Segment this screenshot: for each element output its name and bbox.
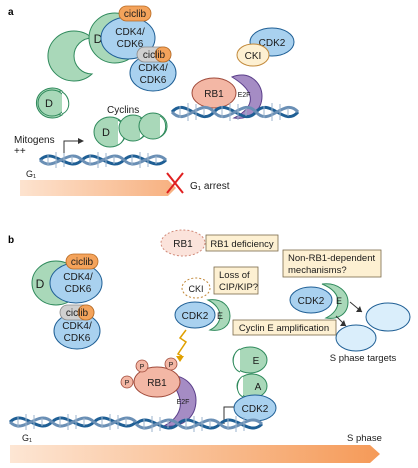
panel-label-a: a <box>8 7 14 18</box>
rb1-faded-label: RB1 <box>173 239 193 250</box>
g1-label-a: G₁ <box>26 169 36 179</box>
ciclib-b-mid-label: ciclib <box>66 308 89 319</box>
rb1-label: RB1 <box>204 89 224 100</box>
rb1-deficiency-note <box>205 234 279 252</box>
cyclins-d-label: D <box>102 127 110 139</box>
loss-cip-line2: CIP/KIP? <box>219 282 258 293</box>
rb1-b-label: RB1 <box>147 378 167 389</box>
cyclin-e-a-stack: E A <box>232 346 268 399</box>
e2f-shape <box>230 74 263 119</box>
dna-helix-a-right <box>170 103 300 121</box>
cyclin-e-right-label: E <box>336 296 342 306</box>
rb1-faded <box>160 229 206 257</box>
cki-body <box>236 43 270 67</box>
non-rb1-line1: Non-RB1-dependent <box>288 253 376 264</box>
cyclins-group: D <box>93 112 168 148</box>
cki-faded <box>181 277 211 299</box>
phospho-groups: P P P <box>120 357 178 389</box>
cdk46-ciclib-complex-mid: CDK4/ CDK6 ciclib <box>129 46 177 92</box>
rb1-deficiency-label: RB1 deficiency <box>210 239 274 250</box>
target-arrowhead-2 <box>340 320 346 326</box>
cdk46-b-line2: CDK6 <box>65 284 92 295</box>
cdk46-label-line2: CDK6 <box>117 39 144 50</box>
g1-label-b: G₁ <box>22 433 32 443</box>
s-phase-targets-label: S phase targets <box>330 353 397 364</box>
cyclin-a-stack-label: A <box>255 382 262 393</box>
mitogens-label-line1: Mitogens <box>14 135 55 146</box>
cyclin-d-cdk46-complex-top: D CDK4/ CDK6 ciclib <box>47 5 156 82</box>
cyclin-e-amp-label: Cyclin E amplification <box>239 323 329 334</box>
arrest-cross-icon <box>166 172 184 194</box>
cdk2-left-label: CDK2 <box>182 311 209 322</box>
e2f-b-label: E2F <box>177 399 190 406</box>
ciclib-label: ciclib <box>124 9 147 20</box>
target-arrowhead-1 <box>356 306 362 312</box>
cdk2-label: CDK2 <box>259 38 286 49</box>
cki-faded-label: CKI <box>188 284 203 294</box>
non-rb1-line2: mechanisms? <box>288 265 347 276</box>
cyclin-d-label: D <box>94 32 103 46</box>
phospho-1: P <box>125 380 130 387</box>
cdk46-mid-line1: CDK4/ <box>138 63 168 74</box>
cdk46-b-line1: CDK4/ <box>63 272 93 283</box>
rb1-phospho-complex: RB1 E2F <box>133 366 197 427</box>
cyclin-d-single-label: D <box>45 98 53 110</box>
ciclib-pill <box>118 5 152 22</box>
cdk2-bottom-label: CDK2 <box>242 404 269 415</box>
loss-cip-note <box>213 266 259 295</box>
loss-cip-line1: Loss of <box>219 270 250 281</box>
dna-helix-b-right <box>134 416 264 432</box>
cdk46-label-line1: CDK4/ <box>115 27 145 38</box>
cdk46-b-mid-line1: CDK4/ <box>62 321 92 332</box>
s-phase-label: S phase <box>347 433 382 444</box>
cyclins-label: Cyclins <box>107 105 139 116</box>
promoter-arrow-b <box>223 406 238 424</box>
non-rb1-note <box>282 249 382 278</box>
cdk2-cyclin-e-complex-left: CDK2 E <box>174 299 231 331</box>
s-phase-progression-arrow <box>10 445 380 463</box>
cdk2-cki-complex: CDK2 CKI <box>236 27 295 67</box>
rb1-body <box>191 77 237 109</box>
rb1-b-body <box>133 366 181 398</box>
s-phase-target-left <box>335 324 377 352</box>
g1-progression-arrow <box>20 180 176 196</box>
cyclin-d-b-label: D <box>36 277 45 291</box>
mitogens-label-line2: ++ <box>14 146 26 157</box>
phospho-3: P <box>169 362 174 369</box>
g1-arrest-label: G₁ arrest <box>190 181 230 192</box>
ciclib-pill-mid-orange <box>154 46 172 63</box>
phosphorylation-arrow <box>176 329 188 357</box>
cyclin-d-single: D <box>35 87 70 119</box>
cki-label: CKI <box>245 51 262 62</box>
ciclib-b-top-label: ciclib <box>71 257 94 268</box>
cdk2-cyclin-e-complex-right: CDK2 E <box>289 283 349 319</box>
cdk46-mid-line2: CDK6 <box>140 75 167 86</box>
dna-helix-b-left <box>8 414 138 430</box>
ciclib-label-mid: ciclib <box>143 50 166 61</box>
phospho-2: P <box>140 364 145 371</box>
dna-helix-a-left <box>38 152 168 168</box>
phosphorylation-arrowhead <box>176 356 184 362</box>
cyclin-d-shape <box>47 30 94 82</box>
s-phase-target-right <box>365 302 411 332</box>
cyclin-e-left-label: E <box>217 311 223 321</box>
rb1-e2f-complex: RB1 E2F <box>191 74 263 119</box>
promoter-arrowhead <box>78 138 84 144</box>
cdk46-ciclib-complex-b-mid: CDK4/ CDK6 ciclib <box>53 304 101 350</box>
cdk2-right-label: CDK2 <box>298 296 325 307</box>
cyclin-d-cdk46-complex-b: D CDK4/ CDK6 ciclib <box>31 253 103 306</box>
cyclin-e-stack-label: E <box>253 356 260 367</box>
panel-label-b: b <box>8 235 14 246</box>
e2f-label: E2F <box>238 92 251 99</box>
cdk46-b-mid-line2: CDK6 <box>64 333 91 344</box>
cyclin-e-amp-note <box>232 319 337 336</box>
